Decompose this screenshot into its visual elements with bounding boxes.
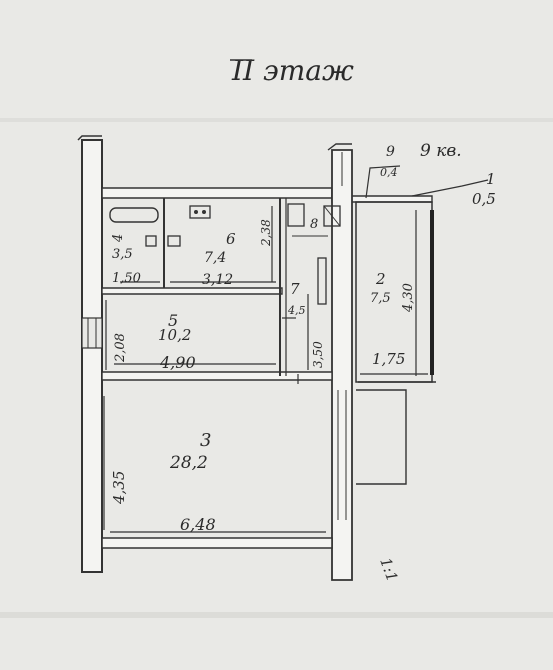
balcony-outline [356, 389, 407, 485]
svg-text:28,2: 28,2 [169, 453, 208, 473]
svg-text:2,38: 2,38 [259, 219, 273, 247]
svg-text:7: 7 [290, 280, 300, 298]
paper-streak [0, 118, 553, 122]
door-leaf [317, 257, 327, 305]
svg-text:5: 5 [168, 311, 178, 330]
sink-icon [145, 235, 181, 247]
room-9-label: 9 0,4 9 кв. [380, 141, 462, 179]
svg-text:3,5: 3,5 [112, 247, 133, 262]
svg-text:4,30: 4,30 [401, 283, 416, 313]
svg-text:0,4: 0,4 [380, 166, 398, 179]
central-wall [327, 143, 353, 581]
svg-text:6,48: 6,48 [180, 515, 216, 534]
svg-text:9: 9 [386, 144, 395, 160]
svg-text:0,5: 0,5 [472, 190, 496, 208]
svg-text:3,12: 3,12 [202, 272, 233, 288]
svg-text:1,50: 1,50 [112, 271, 141, 286]
outer-left-wall [77, 135, 103, 573]
room-6-label: 6 7,4 3,12 2,38 [202, 219, 273, 288]
toilet-icon [287, 203, 341, 237]
wall-service-room5 [101, 287, 283, 295]
svg-text:4,35: 4,35 [110, 471, 128, 505]
svg-text:7,5: 7,5 [370, 291, 391, 306]
svg-text:4: 4 [111, 234, 126, 243]
svg-text:4,90: 4,90 [159, 353, 196, 372]
room-5-label: 5 10,2 4,90 2,08 [113, 311, 196, 372]
dimension-ticks [103, 206, 428, 533]
svg-text:4,5: 4,5 [287, 304, 306, 317]
leader-line-room-1 [411, 179, 489, 197]
svg-text:2: 2 [375, 270, 386, 288]
room-8-label: 8 [310, 217, 318, 232]
svg-text:1: 1 [486, 170, 496, 188]
room-2-label: 2 7,5 4,30 1,75 [370, 270, 416, 368]
apartment-label: 9 кв. [420, 141, 462, 161]
bottom-wall [101, 537, 333, 549]
room-7-label: 7 4,5 3,50 [287, 280, 325, 368]
page-title: II этаж [231, 54, 354, 87]
svg-text:1,75: 1,75 [372, 350, 405, 368]
room-4-label: 4 3,5 1,50 [111, 234, 141, 286]
leader-line-apartment [365, 165, 401, 199]
svg-text:3,50: 3,50 [311, 341, 325, 368]
room-2-outline [355, 201, 436, 383]
room-3-label: 3 28,2 6,48 4,35 [110, 430, 216, 534]
stove-icon [189, 205, 211, 219]
bathtub-icon [109, 207, 159, 223]
wall-room5-room3 [101, 371, 333, 381]
room-1-label: 1 0,5 [472, 170, 496, 208]
svg-text:3: 3 [200, 430, 211, 451]
svg-text:6: 6 [226, 230, 236, 248]
svg-text:7,4: 7,4 [204, 250, 226, 266]
window-left [81, 317, 103, 349]
svg-text:2,08: 2,08 [113, 333, 128, 363]
paper-streak [0, 612, 553, 618]
svg-text:10,2: 10,2 [158, 326, 191, 344]
